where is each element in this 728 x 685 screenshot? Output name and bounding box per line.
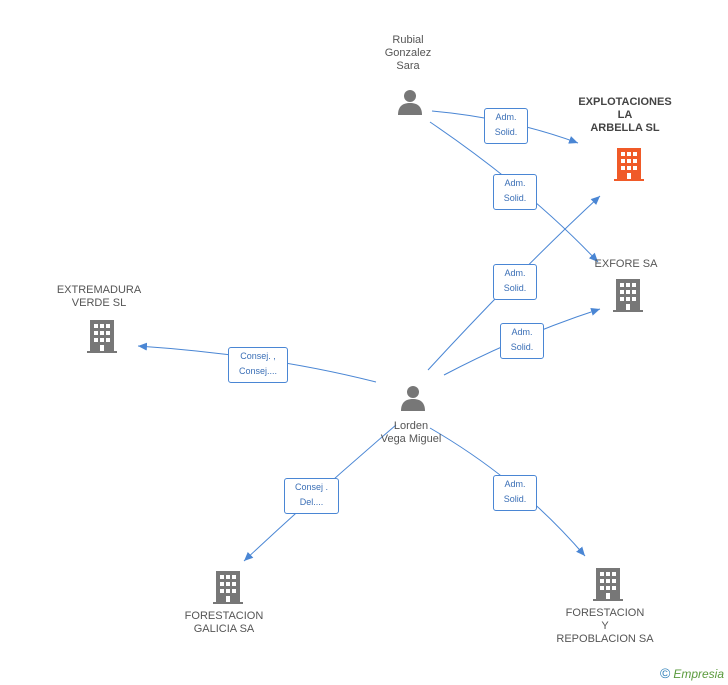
edge-label-rubial-explotaciones[interactable]: Adm. Solid. [484,108,528,144]
building-icon[interactable] [613,146,645,187]
brand-logo[interactable]: Empresia [673,667,724,681]
building-icon[interactable] [86,318,118,359]
edge-label-lorden-galicia[interactable]: Consej . Del.... [284,478,339,514]
building-icon[interactable] [212,569,244,610]
edge-label-lorden-exfore[interactable]: Adm. Solid. [500,323,544,359]
node-label-rubial[interactable]: Rubial Gonzalez Sara [384,34,432,72]
person-icon[interactable] [396,88,424,121]
node-label-explotaciones[interactable]: EXPLOTACIONES LA ARBELLA SL [578,96,672,134]
node-label-exfore[interactable]: EXFORE SA [594,258,658,270]
node-label-extremadura[interactable]: EXTREMADURA VERDE SL [56,284,142,309]
node-label-forestacion-galicia[interactable]: FORESTACION GALICIA SA [184,610,264,635]
copyright-icon: © [659,665,671,681]
edge-label-lorden-explotaciones[interactable]: Adm. Solid. [493,264,537,300]
footer: ©Empresia [660,665,724,681]
node-label-lorden[interactable]: Lorden Vega Miguel [380,420,442,445]
edge-label-lorden-extremadura[interactable]: Consej. , Consej.... [228,347,288,383]
node-label-forestacion-repoblacion[interactable]: FORESTACION Y REPOBLACION SA [556,607,654,645]
edge-label-lorden-repoblacion[interactable]: Adm. Solid. [493,475,537,511]
person-icon[interactable] [399,384,427,417]
building-icon[interactable] [612,277,644,318]
edge-label-rubial-exfore[interactable]: Adm. Solid. [493,174,537,210]
building-icon[interactable] [592,566,624,607]
